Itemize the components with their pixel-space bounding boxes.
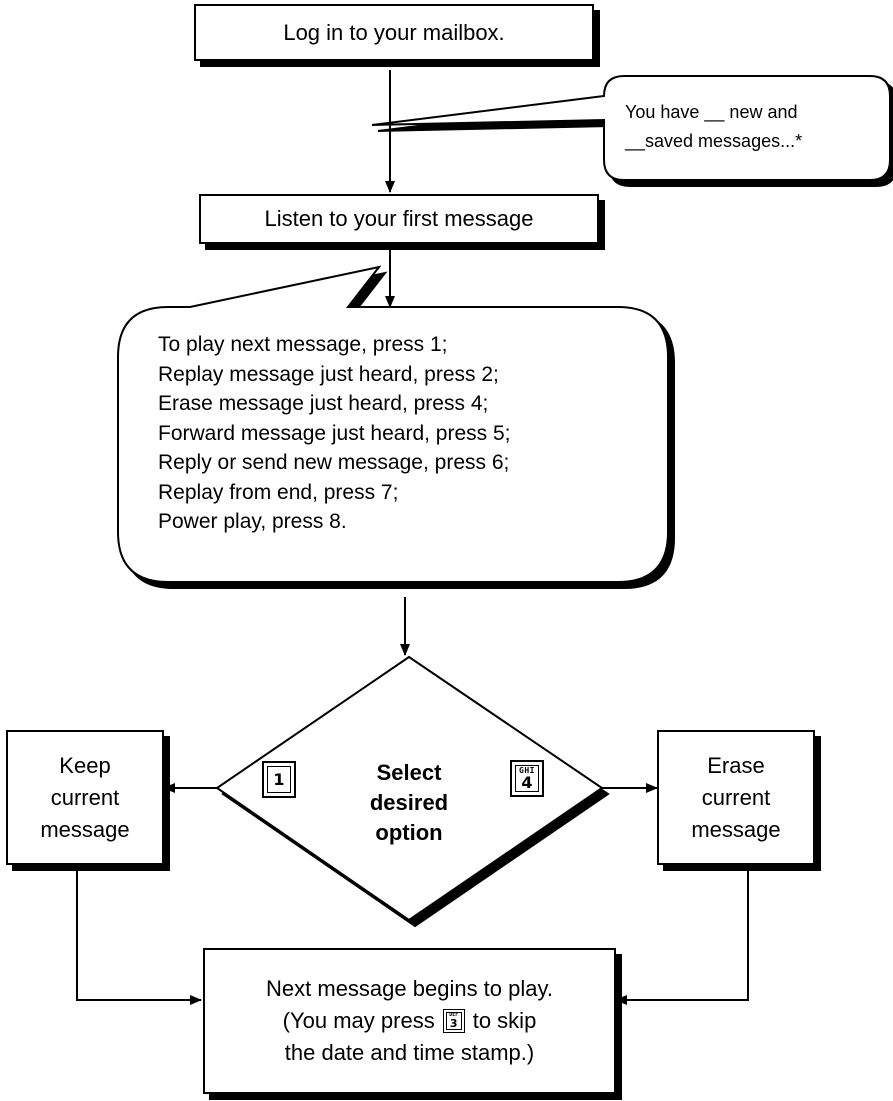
erase-line-2: current (701, 784, 771, 810)
arrow-erase-to-next (615, 865, 749, 1005)
erase-message-box: Erase current message (657, 730, 815, 865)
message-count-bubble-body (371, 75, 891, 181)
first-message-box: Listen to your first message (199, 194, 599, 244)
keep-message-box: Keep current message (6, 730, 164, 865)
option-item: Erase message just heard, press 4; (158, 392, 489, 415)
options-bubble-body (117, 265, 669, 583)
decision-line-3: option (375, 820, 443, 845)
keep-line-1: Keep (59, 752, 111, 778)
option-item: Replay from end, press 7; (158, 480, 399, 504)
key-3-icon: DEF 3 (442, 1009, 465, 1033)
next-line-2a: (You may press (282, 1008, 435, 1033)
next-line-3: the date and time stamp.) (284, 1040, 535, 1065)
first-message-text: Listen to your first message (264, 206, 534, 231)
next-message-box: Next message begins to play. (You may pr… (203, 948, 616, 1094)
message-count-text: You have __ new and __saved messages...* (625, 98, 875, 156)
key-4-icon: GHI 4 (510, 760, 544, 797)
login-box: Log in to your mailbox. (194, 4, 594, 61)
arrow-keep-to-next (76, 871, 202, 1005)
option-item: To play next message, press 1; (158, 333, 448, 356)
decision-diamond (215, 655, 610, 928)
message-count-bubble (371, 75, 893, 187)
login-text: Log in to your mailbox. (283, 19, 505, 45)
decision-label: Select desired option (334, 758, 484, 848)
decision-line-2: desired (369, 790, 449, 815)
options-bubble (117, 265, 675, 589)
key-1-digit: 1 (273, 769, 285, 789)
options-list: To play next message, press 1; Replay me… (158, 330, 658, 537)
erase-line-1: Erase (707, 752, 765, 778)
key-4-letters: GHI (519, 765, 535, 775)
message-count-line-2: __saved messages...* (625, 131, 803, 151)
option-item: Power play, press 8. (158, 510, 347, 533)
option-item: Reply or send new message, press 6; (158, 451, 510, 474)
option-item: Forward message just heard, press 5; (158, 421, 511, 445)
next-line-2b: to skip (472, 1008, 537, 1033)
next-line-2: (You may press DEF 3 to skip (282, 1005, 537, 1037)
key-3-digit: 3 (449, 1017, 458, 1030)
keep-line-2: current (50, 784, 120, 810)
option-item: Replay message just heard, press 2; (158, 362, 499, 386)
key-3-letters: DEF (449, 1012, 459, 1018)
message-count-line-1: You have __ new and (625, 102, 798, 122)
key-1-icon: 1 (262, 761, 296, 798)
decision-line-1: Select (376, 760, 442, 785)
keep-line-3: message (40, 816, 130, 842)
erase-line-3: message (691, 816, 781, 842)
next-line-1: Next message begins to play. (266, 976, 553, 1001)
key-4-digit: 4 (521, 772, 533, 792)
